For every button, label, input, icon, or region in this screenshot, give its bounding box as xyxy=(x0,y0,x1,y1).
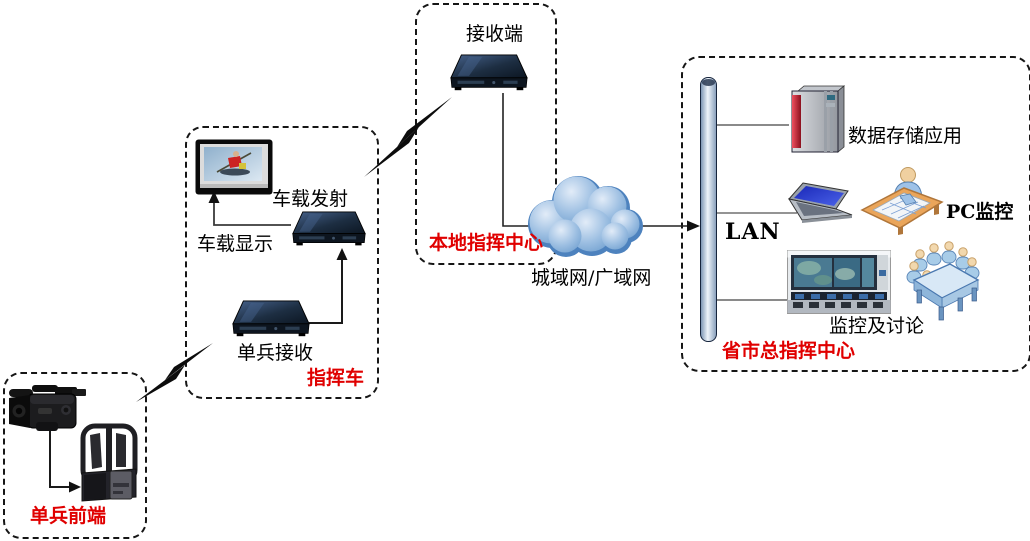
monitor-icon xyxy=(195,139,273,195)
lightning-bolt-icon xyxy=(136,343,213,402)
server-icon xyxy=(791,85,846,153)
laptop-icon xyxy=(787,182,853,223)
label-man-wan: 城域网/广域网 xyxy=(531,267,652,289)
camera-to-backpack-arrowhead xyxy=(69,481,81,493)
transmitter-to-monitor-line xyxy=(213,202,291,226)
receiver-to-transmitter-line xyxy=(309,259,343,324)
to-lan-arrowhead xyxy=(687,220,700,232)
video-wall-icon xyxy=(787,250,891,314)
lightning-bolt-icon xyxy=(364,97,452,177)
meeting-table-icon xyxy=(906,241,980,321)
backpack-transceiver-icon xyxy=(80,423,138,502)
group-local-command-center xyxy=(415,3,557,265)
camera-to-backpack-line xyxy=(49,431,70,488)
rack-device-icon xyxy=(231,300,311,340)
lan-bar-cap xyxy=(702,79,715,86)
label-lan: LAN xyxy=(725,219,781,245)
group-command-vehicle xyxy=(185,126,379,399)
label-provincial-center: 省市总指挥中心 xyxy=(722,340,856,362)
label-pc-monitor: PC监控 xyxy=(946,201,1014,223)
receiver-to-transmitter-arrowhead xyxy=(336,248,348,260)
camera-icon xyxy=(9,385,86,431)
label-command-vehicle: 指挥车 xyxy=(307,367,365,389)
label-receiver-end: 接收端 xyxy=(466,23,524,45)
cloud-icon xyxy=(528,176,643,257)
label-monitor-discuss: 监控及讨论 xyxy=(829,315,925,337)
label-data-storage: 数据存储应用 xyxy=(848,125,963,147)
label-soldier-front: 单兵前端 xyxy=(30,505,107,527)
transmitter-to-monitor-arrowhead xyxy=(208,191,220,203)
operator-desk-icon xyxy=(860,167,944,235)
label-vehicle-transmit: 车载发射 xyxy=(272,188,349,210)
label-vehicle-display: 车载显示 xyxy=(197,233,274,255)
rack-device-icon xyxy=(291,211,367,249)
rack-device-icon xyxy=(449,54,529,94)
lan-bus-bar xyxy=(700,77,717,342)
label-soldier-receive: 单兵接收 xyxy=(237,342,314,364)
label-local-command-center: 本地指挥中心 xyxy=(429,232,544,254)
group-soldier-front xyxy=(3,372,147,539)
